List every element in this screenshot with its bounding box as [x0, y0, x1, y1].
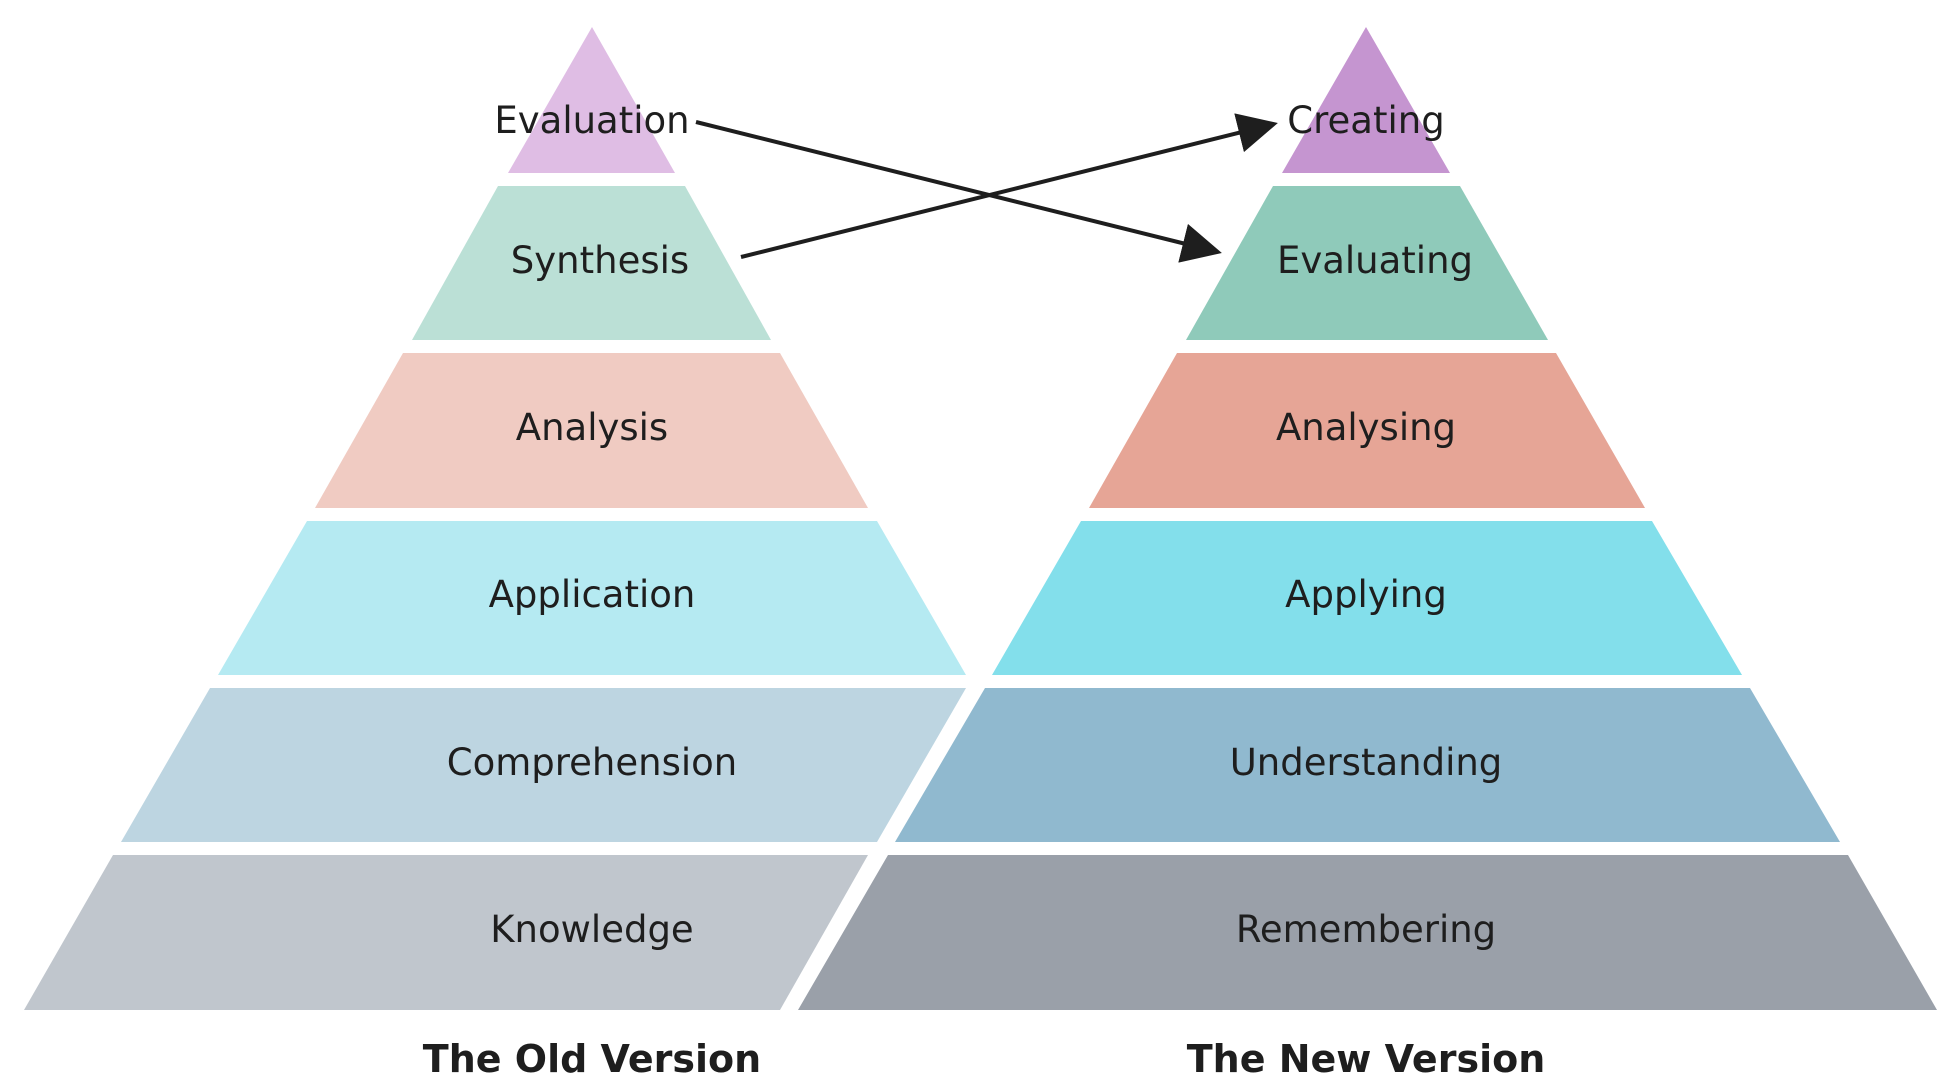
- new-tier-label-remembering: Remembering: [1236, 908, 1496, 951]
- old-tier-knowledge: [24, 855, 868, 1010]
- old-tier-label-comprehension: Comprehension: [447, 741, 737, 784]
- old-tier-label-analysis: Analysis: [516, 406, 668, 449]
- old-pyramid: Evaluation Synthesis Analysis Applicatio…: [24, 27, 966, 1078]
- old-tier-comprehension: [121, 688, 966, 842]
- arrow-evaluation-to-evaluating: [695, 120, 1222, 263]
- new-tier-label-evaluating: Evaluating: [1277, 239, 1473, 282]
- old-tier-analysis: [315, 353, 868, 508]
- new-tier-applying: [992, 521, 1742, 675]
- old-tier-label-knowledge: Knowledge: [490, 908, 693, 951]
- old-tier-label-application: Application: [489, 573, 696, 616]
- new-tier-creating: [1282, 27, 1450, 173]
- old-tier-label-evaluation: Evaluation: [494, 99, 689, 142]
- old-tier-application: [218, 521, 966, 675]
- new-tier-label-creating: Creating: [1287, 99, 1444, 142]
- arrow-synthesis-to-creating: [740, 113, 1278, 259]
- mapping-arrows: [695, 113, 1278, 263]
- new-version-caption: The New Version: [1187, 1037, 1546, 1078]
- new-tier-evaluating: [1186, 186, 1548, 340]
- old-tier-evaluation: [508, 27, 675, 173]
- new-tier-label-applying: Applying: [1285, 573, 1447, 616]
- old-tier-synthesis: [412, 186, 771, 340]
- new-tier-label-analysing: Analysing: [1276, 406, 1456, 449]
- new-tier-analysing: [1089, 353, 1645, 508]
- new-tier-understanding: [895, 688, 1840, 842]
- new-tier-remembering: [798, 855, 1937, 1010]
- new-pyramid: Creating Evaluating Analysing Applying U…: [798, 27, 1937, 1078]
- old-tier-label-synthesis: Synthesis: [511, 239, 689, 282]
- new-tier-label-understanding: Understanding: [1230, 741, 1503, 784]
- old-version-caption: The Old Version: [423, 1037, 761, 1078]
